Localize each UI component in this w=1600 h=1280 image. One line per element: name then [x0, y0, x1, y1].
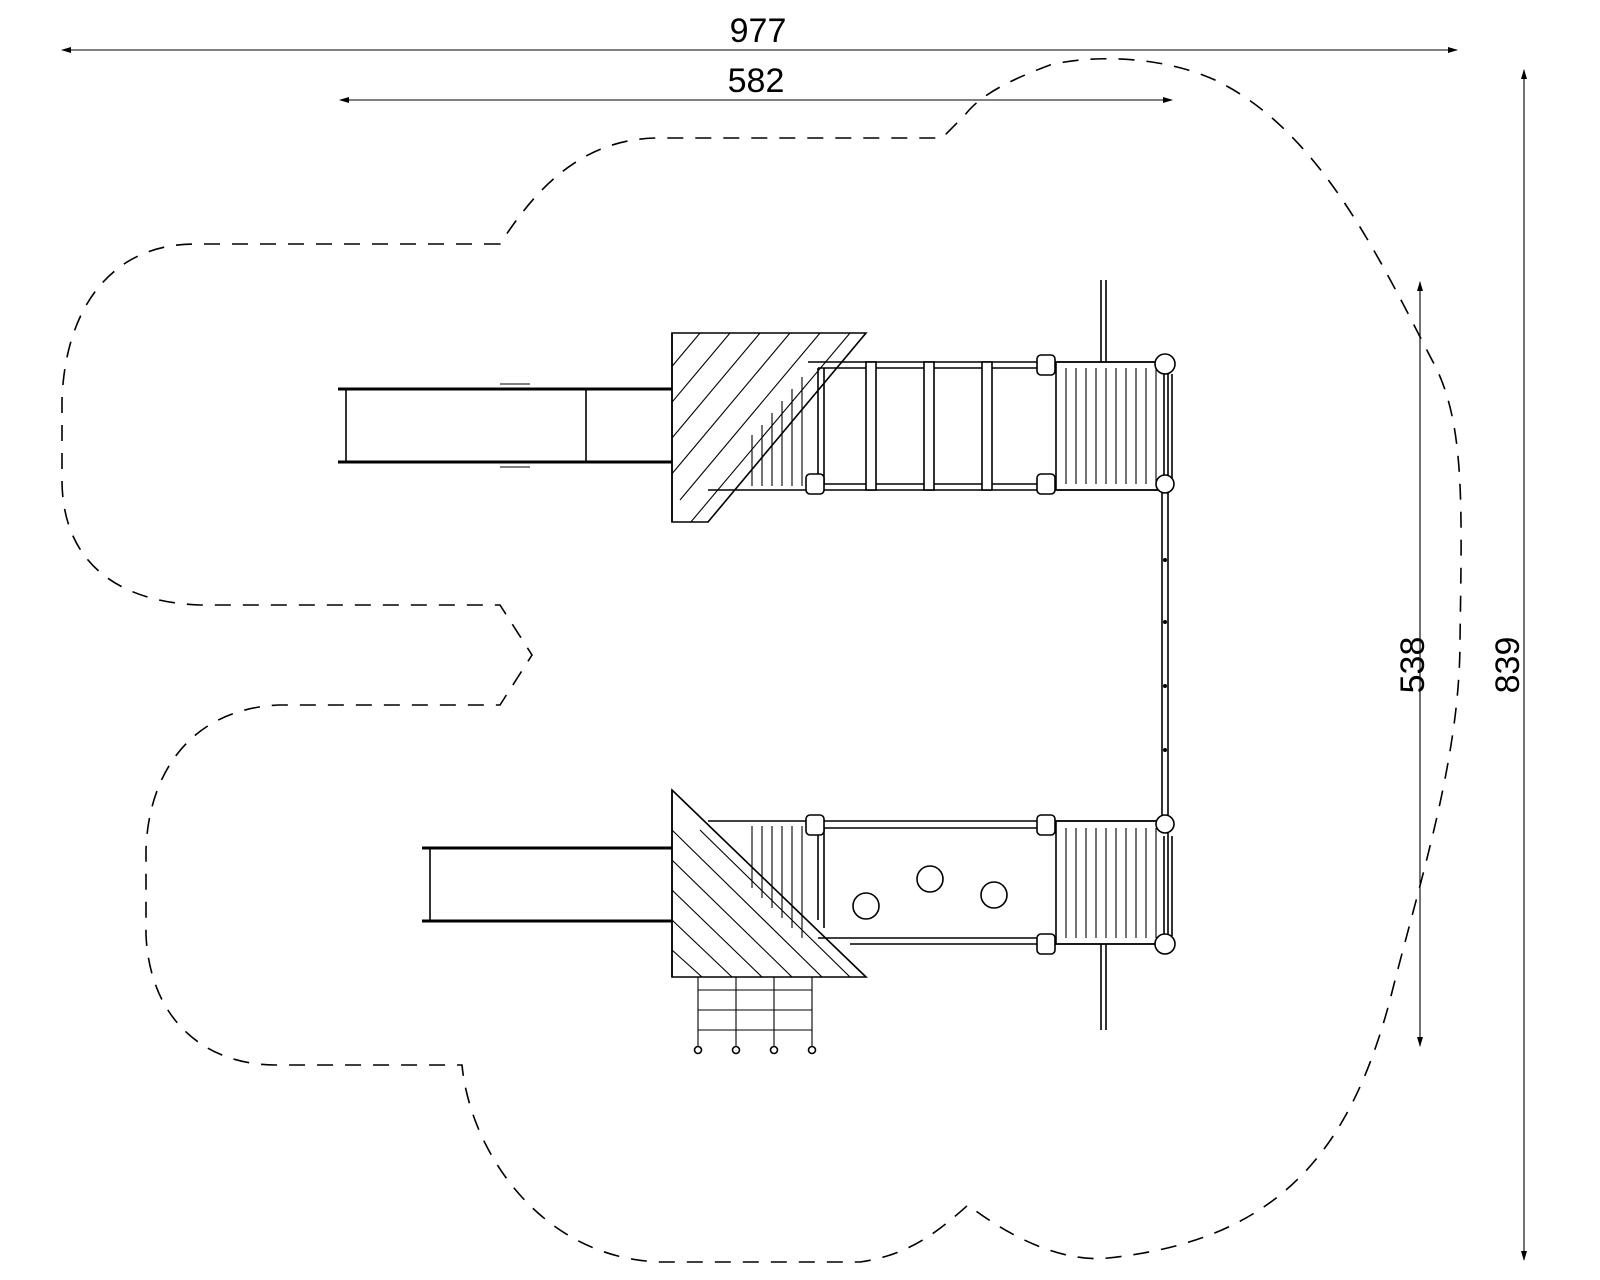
dimension-label-inner-height: 538 — [1394, 637, 1432, 694]
climbing-hold — [916, 865, 944, 893]
climbing-hold — [980, 881, 1008, 909]
dimension-inner-width: 582 — [339, 62, 1173, 103]
rope-bridge — [1161, 492, 1169, 820]
dimension-inner-height: 538 — [1394, 281, 1432, 1047]
dimension-overall-width: 977 — [61, 12, 1458, 53]
slide-top — [338, 383, 672, 468]
deck-top — [708, 280, 1176, 495]
safety-zone-outline — [61, 57, 1462, 1263]
deck-bottom — [708, 814, 1176, 1030]
roof-bottom — [671, 788, 868, 978]
dimension-label-overall-height: 839 — [1489, 637, 1527, 694]
rope-ladder — [693, 976, 817, 1055]
slide-bottom — [422, 846, 672, 923]
dimension-label-inner-width: 582 — [728, 62, 785, 100]
dimension-overall-height: 839 — [1489, 69, 1527, 1261]
climbing-hold — [852, 892, 880, 920]
dimension-label-overall-width: 977 — [730, 12, 787, 50]
